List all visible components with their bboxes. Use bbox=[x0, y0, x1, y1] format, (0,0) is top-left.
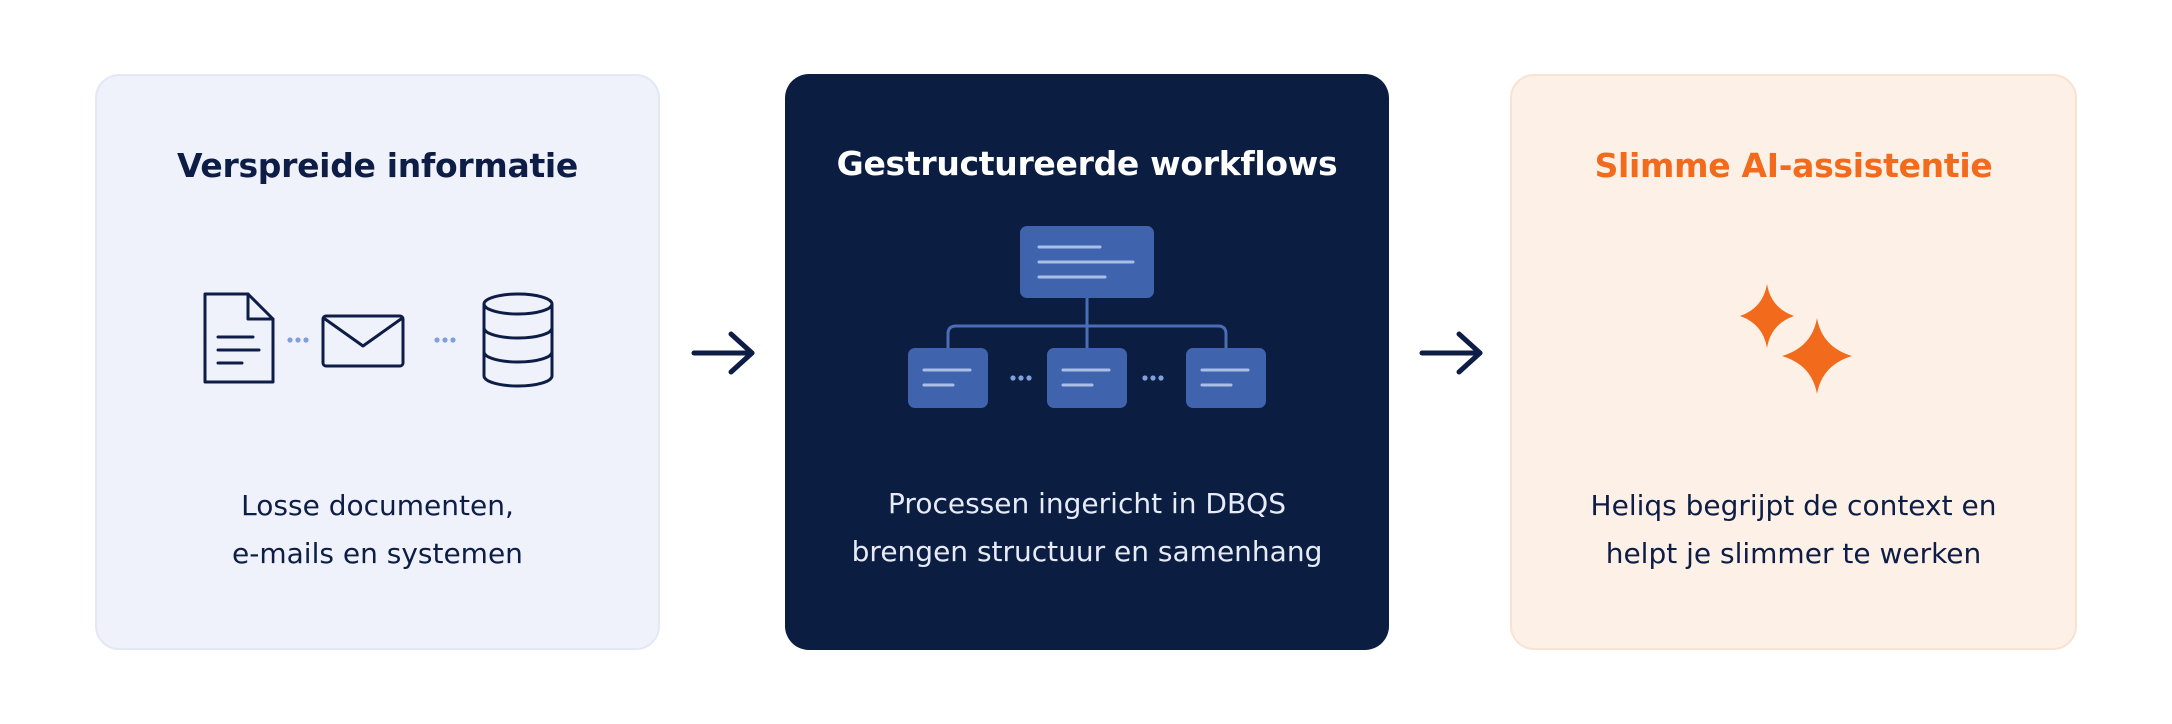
document-icon bbox=[203, 292, 275, 384]
card-smart-ai-assistance: Slimme AI-assistentie Heliqs begrijpt de… bbox=[1510, 74, 2077, 650]
arrow-right-icon bbox=[691, 331, 755, 375]
workflow-node-root bbox=[1020, 226, 1154, 298]
card-title: Gestructureerde workflows bbox=[836, 144, 1338, 183]
card-description: Processen ingericht in DBQS brengen stru… bbox=[785, 480, 1389, 576]
envelope-icon bbox=[321, 314, 405, 368]
connector-dots bbox=[1142, 375, 1164, 381]
workflow-tree-icon bbox=[908, 226, 1266, 408]
scattered-sources-illustration bbox=[203, 292, 554, 388]
description-line: Processen ingericht in DBQS bbox=[888, 487, 1286, 520]
connector-dots bbox=[287, 337, 309, 343]
workflow-node bbox=[1047, 348, 1127, 408]
sparkle-icon bbox=[1740, 284, 1852, 394]
description-line: helpt je slimmer te werken bbox=[1605, 537, 1982, 570]
database-icon bbox=[482, 292, 554, 388]
arrow-right-icon bbox=[1419, 331, 1483, 375]
card-title: Verspreide informatie bbox=[176, 146, 579, 185]
connector-dots bbox=[1010, 375, 1032, 381]
card-description: Heliqs begrijpt de context en helpt je s… bbox=[1512, 482, 2075, 578]
card-description: Losse documenten, e-mails en systemen bbox=[97, 482, 658, 578]
card-structured-workflows: Gestructureerde workflows bbox=[785, 74, 1389, 650]
description-line: Heliqs begrijpt de context en bbox=[1590, 489, 1997, 522]
card-scattered-information: Verspreide informatie bbox=[95, 74, 660, 650]
description-line: e-mails en systemen bbox=[232, 537, 523, 570]
workflow-node bbox=[908, 348, 988, 408]
card-title: Slimme AI-assistentie bbox=[1594, 146, 1993, 185]
connector-dots bbox=[434, 337, 456, 343]
workflow-node bbox=[1186, 348, 1266, 408]
description-line: Losse documenten, bbox=[241, 489, 514, 522]
description-line: brengen structuur en samenhang bbox=[851, 535, 1323, 568]
